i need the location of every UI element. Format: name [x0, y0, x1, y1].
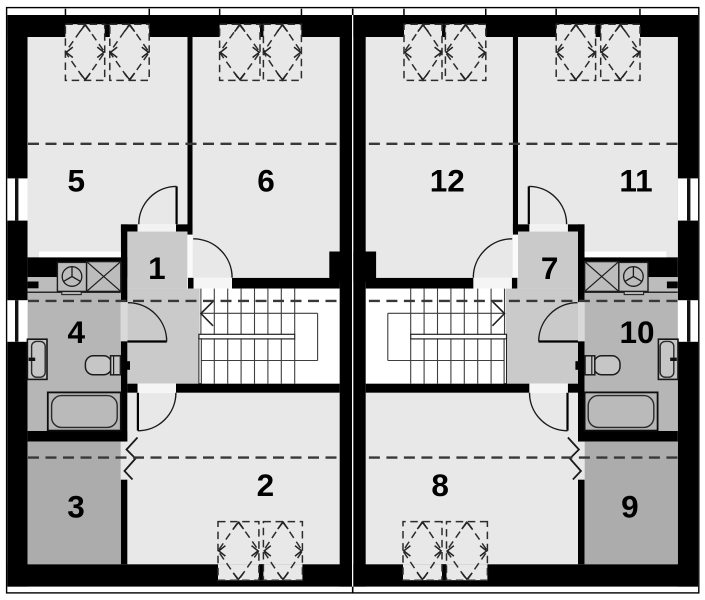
- svg-text:10: 10: [619, 314, 654, 350]
- svg-text:1: 1: [148, 250, 166, 286]
- svg-text:3: 3: [67, 489, 85, 525]
- svg-text:2: 2: [257, 467, 275, 503]
- svg-text:5: 5: [68, 162, 86, 198]
- svg-text:6: 6: [257, 162, 275, 198]
- svg-text:12: 12: [430, 162, 465, 198]
- svg-text:11: 11: [619, 163, 652, 199]
- svg-text:7: 7: [541, 250, 559, 286]
- svg-text:8: 8: [431, 467, 449, 503]
- svg-text:4: 4: [68, 314, 86, 350]
- svg-text:9: 9: [621, 489, 639, 525]
